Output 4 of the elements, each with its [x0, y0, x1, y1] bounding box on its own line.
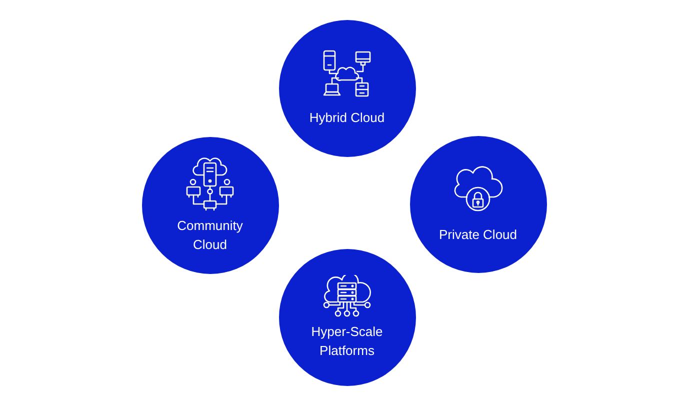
- node-label: Hybrid Cloud: [309, 108, 385, 126]
- node-label: Hyper-Scale Platforms: [310, 322, 384, 360]
- node-label: Private Cloud: [438, 226, 518, 244]
- node-label: Community Cloud: [176, 217, 244, 254]
